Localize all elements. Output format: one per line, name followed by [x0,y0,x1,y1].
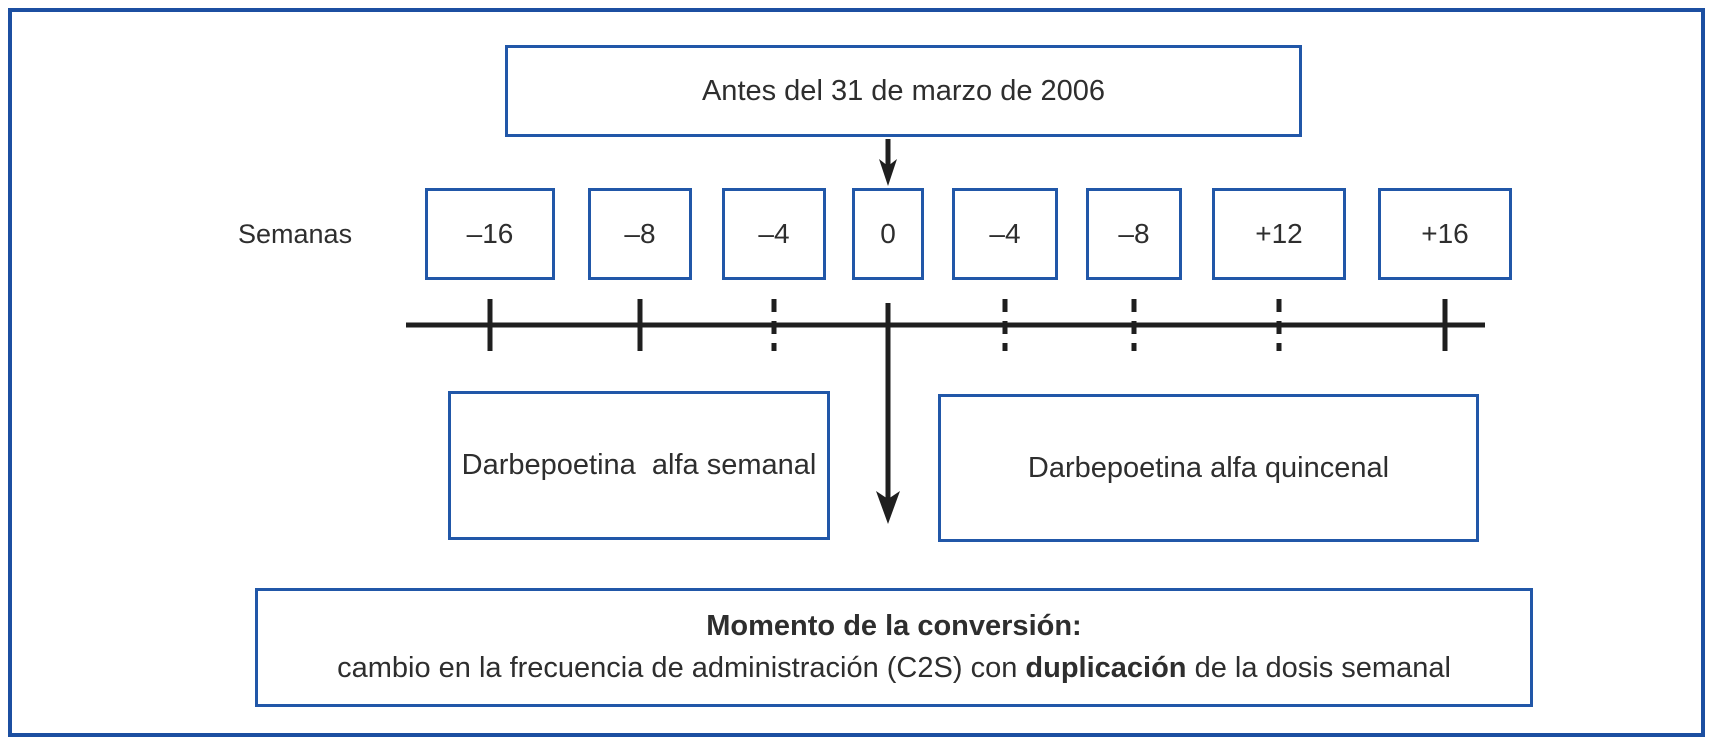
week-box-plus16: +16 [1378,188,1512,280]
week-label: 0 [880,218,896,249]
biweekly-dosing-box: Darbepoetina alfa quincenal [938,394,1479,542]
conversion-heading: Momento de la conversión: [706,610,1082,642]
weekly-dosing-box: Darbepoetina alfa semanal [448,391,830,540]
conversion-description-prefix: cambio en la frecuencia de administració… [337,652,1026,684]
conversion-description: cambio en la frecuencia de administració… [337,652,1451,685]
period-before-text: Antes del 31 de marzo de 2006 [701,74,1106,107]
conversion-description-suffix: de la dosis semanal [1186,652,1451,684]
week-label: –8 [1118,218,1150,249]
week-box-minus8-left: –8 [588,188,692,280]
conversion-arrow-head-icon [876,491,900,524]
period-before-box: Antes del 31 de marzo de 2006 [505,45,1302,137]
conversion-note-box: Momento de la conversión: cambio en la f… [255,588,1533,707]
week-box-zero: 0 [852,188,924,280]
week-label: –4 [758,218,790,249]
week-label: –16 [466,218,514,249]
conversion-description-bold: duplicación [1025,652,1187,684]
week-box-minus16: –16 [425,188,555,280]
week-box-minus8-right: –8 [1086,188,1182,280]
week-label: +16 [1421,218,1469,249]
week-label: –8 [624,218,656,249]
week-box-minus4-right: –4 [952,188,1058,280]
biweekly-dosing-text: Darbepoetina alfa quincenal [1027,451,1390,484]
weekly-dosing-text: Darbepoetina alfa semanal [461,449,817,481]
week-box-minus4-left: –4 [722,188,826,280]
weeks-axis-label: Semanas [238,219,353,249]
week-label: +12 [1255,218,1303,249]
week-label: –4 [989,218,1021,249]
week-box-plus12: +12 [1212,188,1346,280]
top-arrow-head-icon [879,159,897,186]
